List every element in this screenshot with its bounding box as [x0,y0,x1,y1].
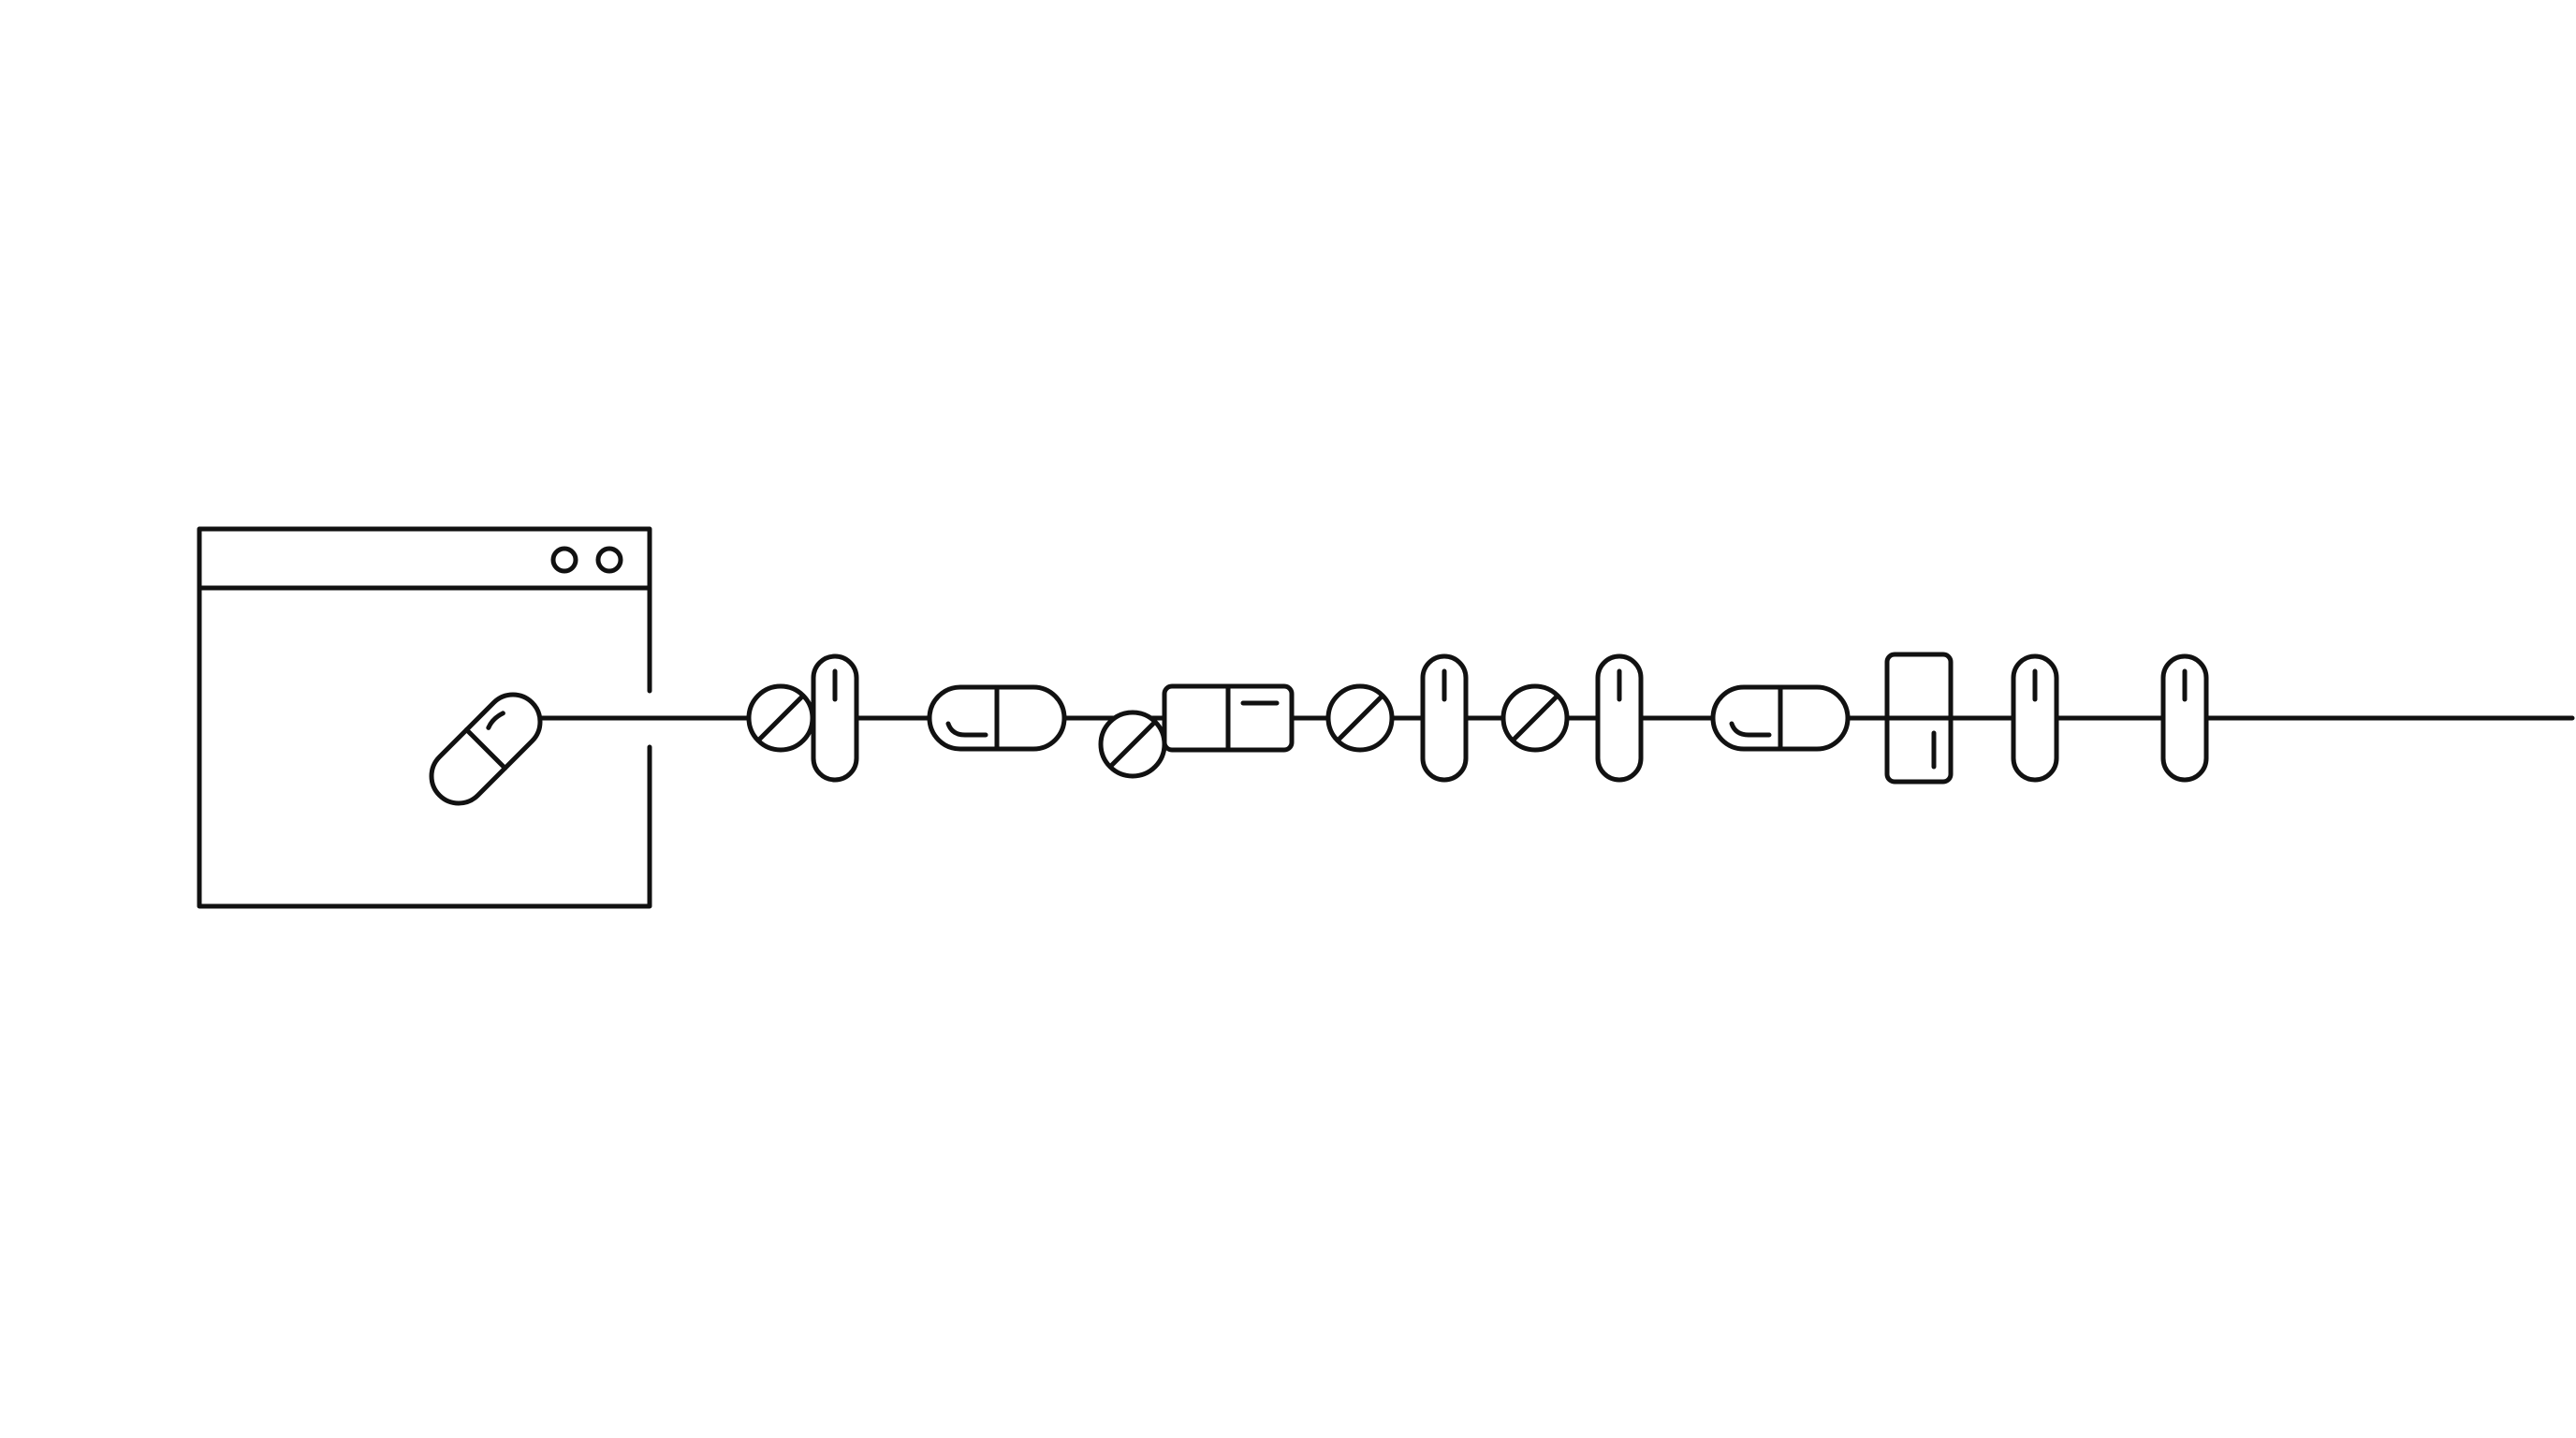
circle-control-icon [550,546,578,574]
window-frame [197,526,652,909]
vertical-capsule-icon [2011,653,2059,783]
circle-control-icon [595,546,623,574]
round-scored-tablet-icon [746,683,815,753]
rectangular-tablet-icon [1884,652,1954,785]
horizontal-capsule-icon [927,684,1067,752]
app-window [197,526,652,909]
vertical-capsule-icon [2160,653,2209,783]
horizontal-capsule-icon [1710,684,1851,752]
round-scored-tablet-icon [1325,683,1395,753]
round-scored-tablet-icon [1098,710,1167,779]
round-scored-tablet-icon [1500,683,1570,753]
rectangular-tablet-icon [1162,683,1295,753]
vertical-capsule-icon [1595,653,1644,783]
vertical-capsule-icon [1420,653,1469,783]
pill-sequence [746,652,2209,785]
vertical-capsule-icon [811,653,859,783]
capsule-icon [429,692,543,806]
